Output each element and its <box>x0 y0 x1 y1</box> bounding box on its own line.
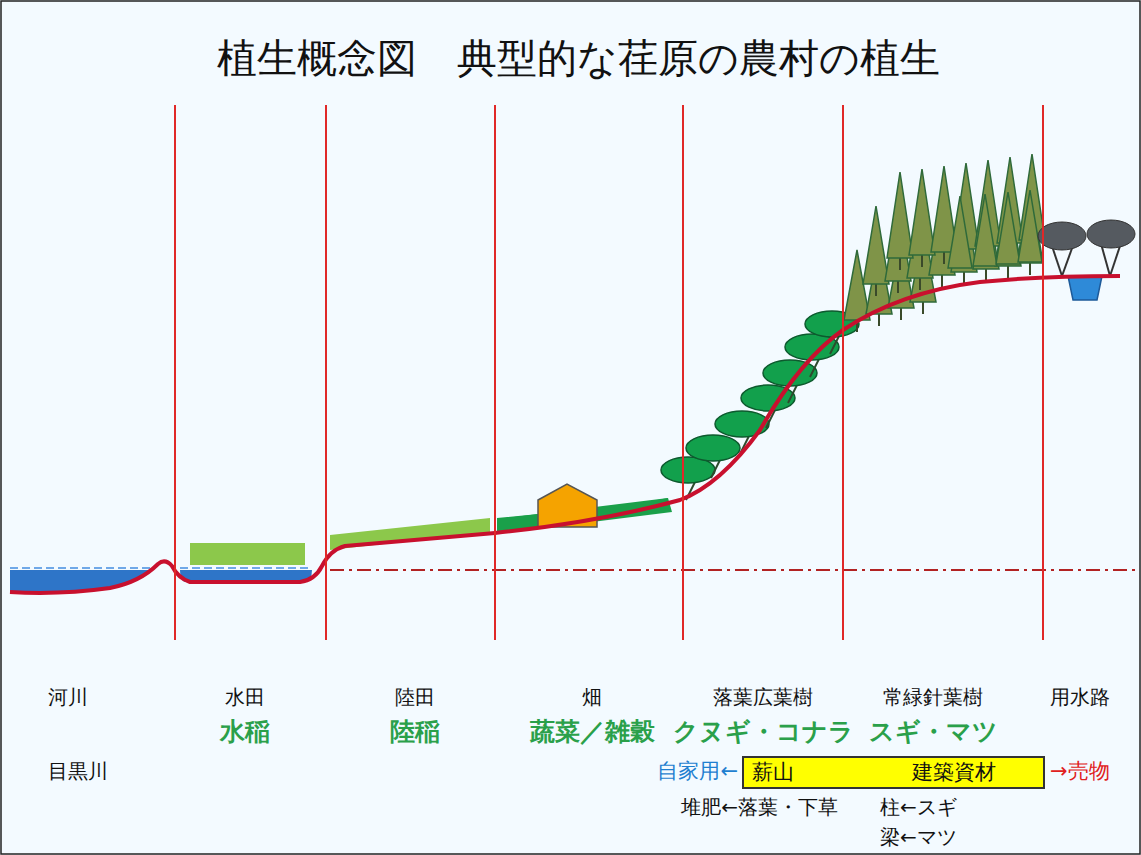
zone-divider <box>325 105 327 640</box>
conifer-tree <box>863 206 889 284</box>
terrain-line <box>10 276 1120 593</box>
zone-label: →売物 <box>1050 759 1110 783</box>
river-surface <box>10 567 150 569</box>
zone-label: 蔬菜／雑穀 <box>530 718 655 747</box>
conifer-trunk <box>1007 266 1009 278</box>
conifer-tree <box>1018 190 1042 262</box>
conifer-trunk <box>899 258 901 270</box>
zone-label: 陸田 <box>395 686 435 709</box>
zone-label: 水稲 <box>220 718 270 747</box>
zone-label: 柱←スギ <box>880 796 957 819</box>
zone-label: 常緑針葉樹 <box>883 686 983 709</box>
conifer-tree <box>887 172 913 258</box>
zone-divider <box>1042 105 1044 640</box>
zone-label: クヌギ・コナラ <box>673 718 854 747</box>
conifer-trunk <box>919 278 921 290</box>
conifer-trunk <box>900 308 902 320</box>
resource-text: 薪山 <box>752 760 794 784</box>
conifer-trunk <box>941 275 943 287</box>
paddy-rice <box>190 543 305 565</box>
conifer-trunk <box>897 281 899 293</box>
zone-label: 梁←マツ <box>880 826 957 849</box>
water-level-line <box>330 569 1135 571</box>
zone-label: 河川 <box>48 686 88 709</box>
resource-box: 薪山 建築資材 <box>742 756 1045 789</box>
zone-label: 目黒川 <box>48 760 108 783</box>
conifer-tree <box>996 192 1020 264</box>
zone-label: スギ・マツ <box>869 718 998 747</box>
deciduous-tree <box>686 435 740 461</box>
zone-divider <box>494 105 496 640</box>
conifer-tree <box>948 196 972 268</box>
resource-text: 建築資材 <box>912 760 996 784</box>
zone-divider <box>174 105 176 640</box>
zone-label: 陸稲 <box>390 718 440 747</box>
conifer-trunk <box>878 314 880 326</box>
conifer-tree <box>973 194 997 266</box>
zone-label: 用水路 <box>1050 686 1110 709</box>
zone-label: 落葉広葉樹 <box>713 686 813 709</box>
zone-divider <box>842 105 844 640</box>
conifer-trunk <box>921 255 923 267</box>
zone-label: 自家用← <box>657 759 738 783</box>
zone-label: 畑 <box>582 686 602 709</box>
conifer-trunk <box>1029 263 1031 275</box>
deciduous-tree <box>715 411 769 437</box>
zone-divider <box>682 105 684 640</box>
conifer-tree <box>909 169 935 255</box>
diagram-title: 植生概念図 典型的な荏原の農村の植生 <box>217 35 940 81</box>
conifer-trunk <box>985 269 987 281</box>
zone-label: 水田 <box>225 686 265 709</box>
zone-dividers <box>175 105 1043 640</box>
zone-label: 堆肥←落葉・下草 <box>681 796 838 819</box>
paddy-surface <box>180 567 312 569</box>
conifer-trunk <box>875 284 877 296</box>
conifer-trunk <box>943 252 945 264</box>
conifer-trunk <box>922 302 924 314</box>
irrigation-trees <box>1038 220 1135 300</box>
